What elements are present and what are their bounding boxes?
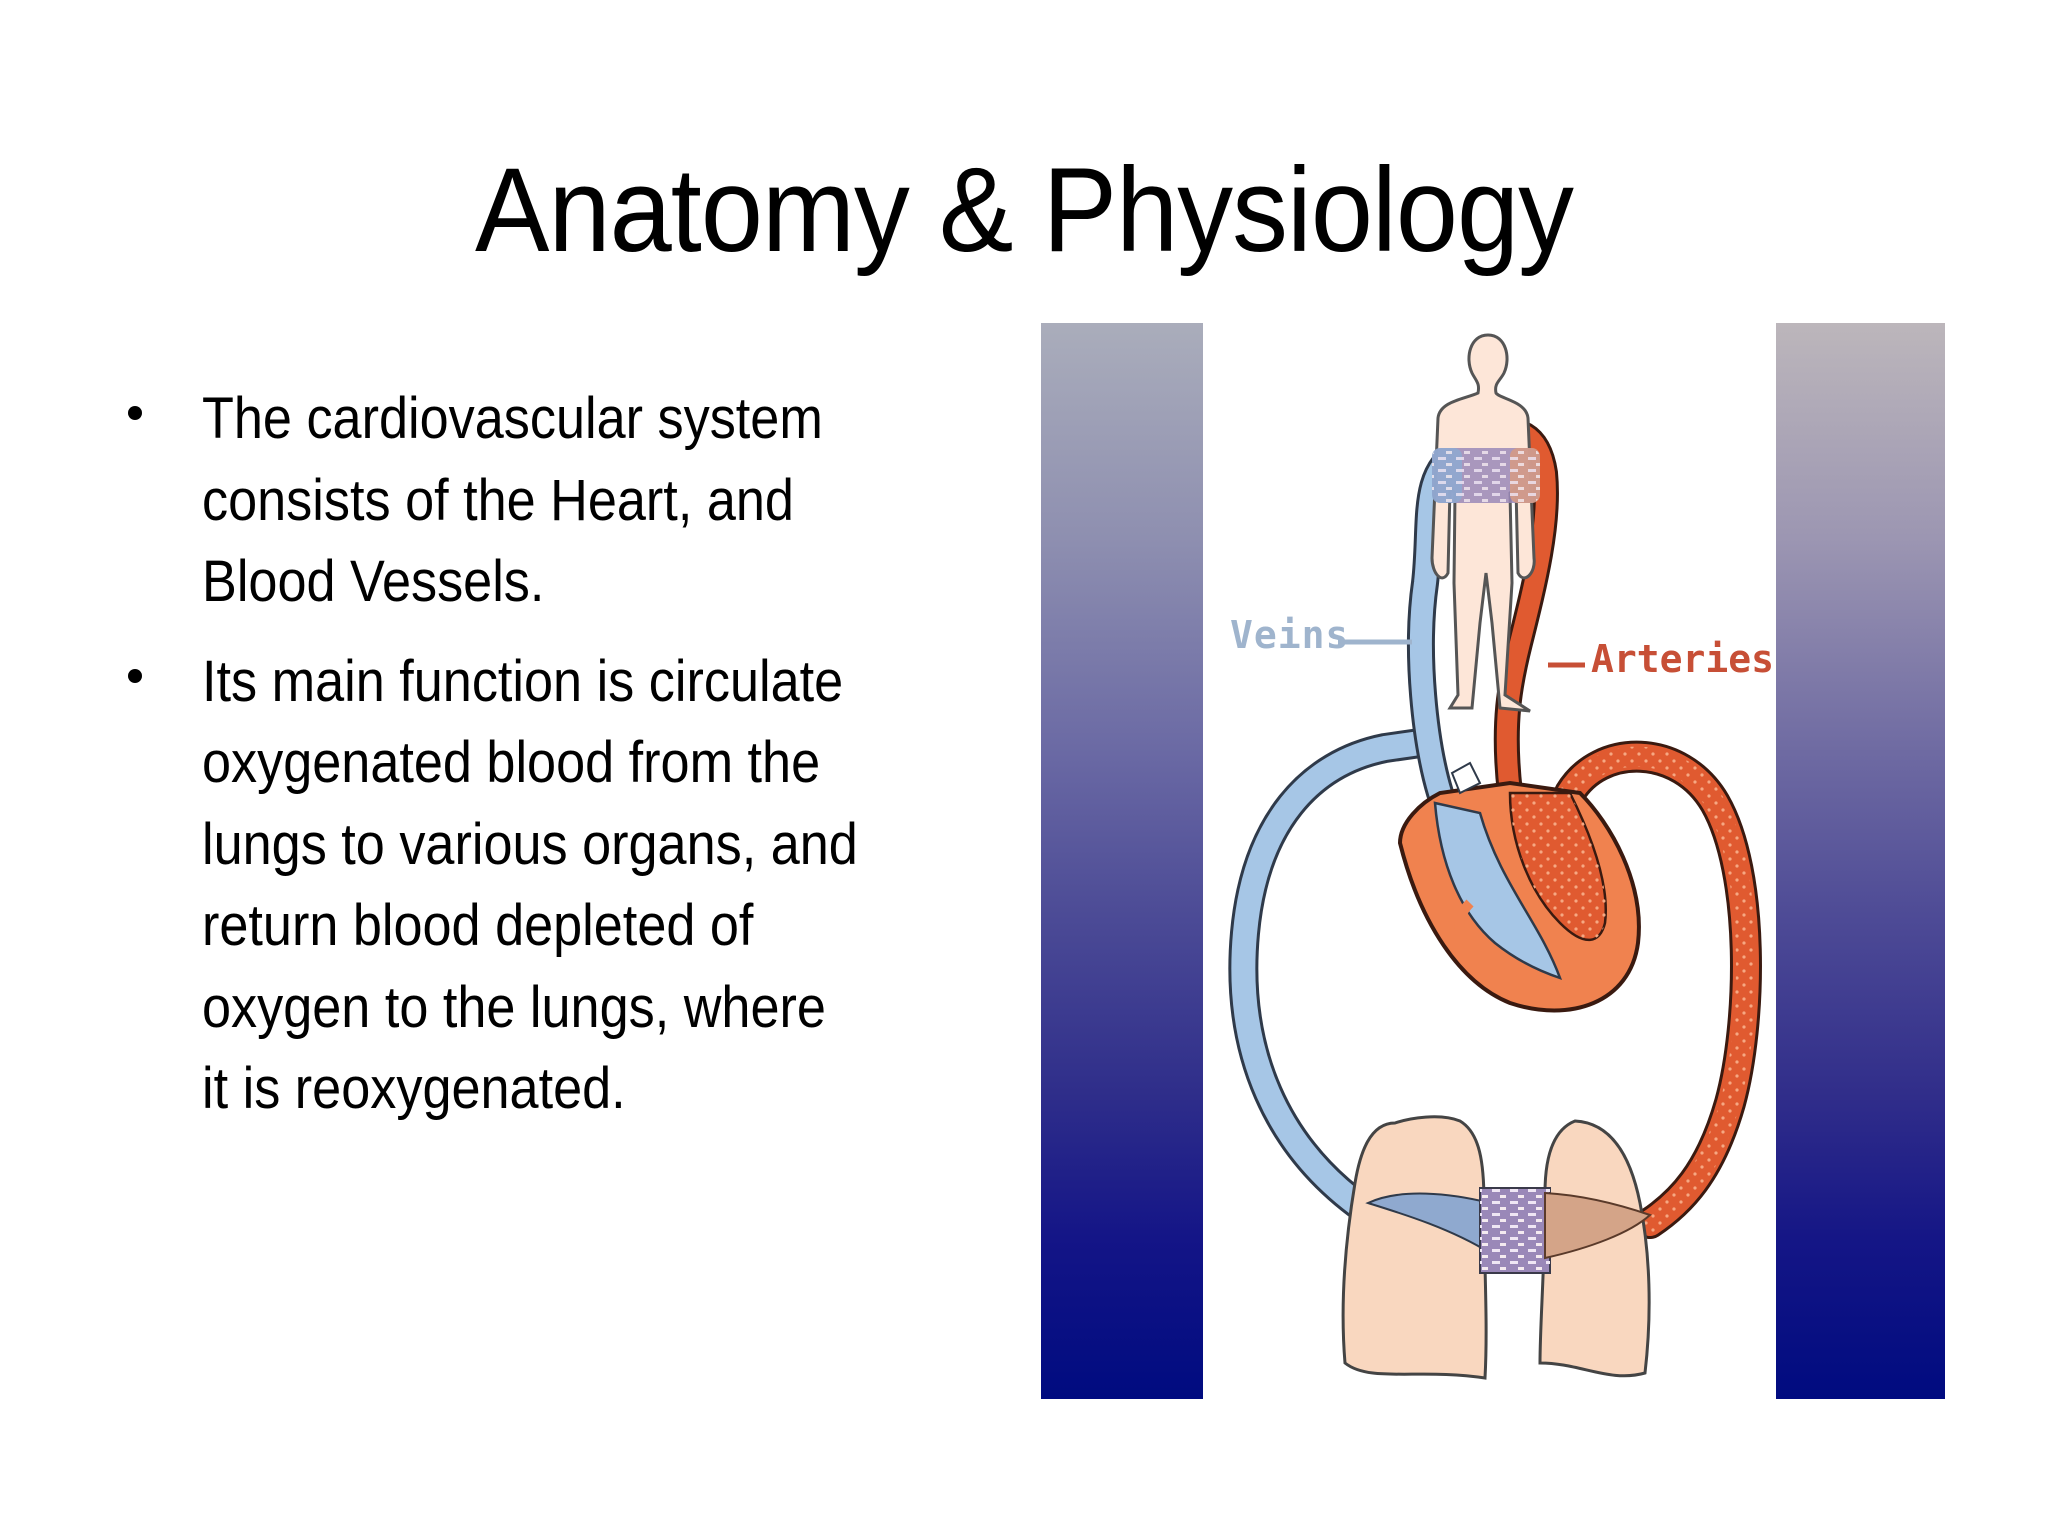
arteries-label: Arteries	[1591, 637, 1775, 681]
vein-loop	[1228, 728, 1435, 1238]
bullet-text-line: consists of the Heart, and	[202, 467, 794, 533]
bullet-dot-icon	[128, 406, 142, 420]
circulation-illustration	[1228, 333, 1762, 1380]
bullet-item: The cardiovascular system consists of th…	[120, 378, 1000, 623]
human-body-icon	[1430, 333, 1540, 713]
bullet-text-line: The cardiovascular system	[202, 386, 823, 451]
bullet-text-line: oxygen to the lungs, where	[202, 974, 826, 1040]
gradient-bar-left	[1041, 323, 1203, 1399]
circulation-diagram: Veins Arteries	[1040, 323, 1955, 1400]
bullet-text-line: Its main function is circulate	[202, 648, 844, 714]
lungs-icon	[1341, 1115, 1652, 1380]
bullet-text-line: oxygenated blood from the	[202, 730, 821, 795]
bullet-item: Its main function is circulate oxygenate…	[120, 641, 1000, 1130]
bullet-dot-icon	[128, 668, 142, 683]
slide-title: Anatomy & Physiology	[475, 143, 1574, 277]
veins-label: Veins	[1230, 613, 1350, 657]
gradient-bar-right	[1776, 323, 1945, 1399]
heart-icon	[1397, 761, 1641, 1013]
artery-upper	[1493, 422, 1559, 806]
bullet-text-line: return blood depleted of	[202, 893, 754, 958]
bullet-text-line: lungs to various organs, and	[202, 811, 858, 877]
bullet-list: The cardiovascular system consists of th…	[120, 378, 1000, 1148]
bullet-text-line: Blood Vessels.	[202, 549, 545, 614]
artery-loop	[1554, 740, 1762, 1239]
bullet-text-line: it is reoxygenated.	[202, 1056, 626, 1121]
